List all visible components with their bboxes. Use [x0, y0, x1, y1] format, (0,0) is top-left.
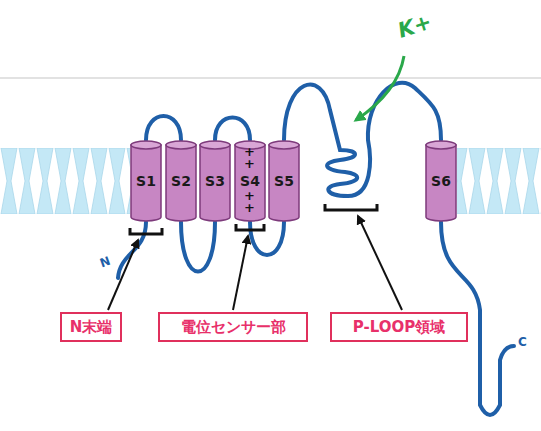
- segment-name: S6: [431, 173, 451, 189]
- terminus-letter: N: [98, 255, 112, 270]
- callout-text: N末端: [70, 318, 113, 337]
- callout-box: N末端: [60, 312, 122, 342]
- callout-box: 電位センサー部: [158, 312, 308, 342]
- helix-segment: S6: [425, 140, 457, 222]
- ion-label: K+: [396, 11, 435, 41]
- callout-text: P-LOOP領域: [353, 318, 445, 337]
- segment-name: S4: [240, 173, 260, 189]
- segment-name: S2: [171, 173, 191, 189]
- helix-segment: S1: [130, 140, 162, 222]
- helix-segment: S5: [268, 140, 300, 222]
- charge-sign: +: [244, 201, 255, 214]
- segment-name: S1: [136, 173, 156, 189]
- helix-segment: S2: [165, 140, 197, 222]
- segment-name: S3: [205, 173, 225, 189]
- charge-sign: +: [244, 157, 255, 170]
- callout-text: 電位センサー部: [181, 318, 286, 337]
- segment-name: S5: [274, 173, 294, 189]
- callout-box: P-LOOP領域: [330, 312, 468, 342]
- helix-segment: S3: [199, 140, 231, 222]
- terminus-letter: C: [518, 336, 527, 348]
